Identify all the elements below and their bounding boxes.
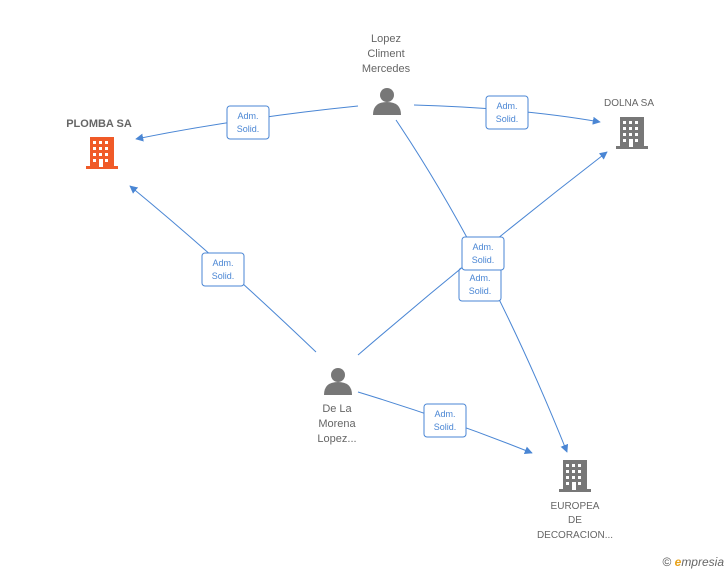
brand-watermark: © empresia (662, 555, 724, 569)
edge-delamorena-dolna[interactable]: Adm. Solid. (357, 151, 608, 356)
building-icon (616, 117, 648, 149)
brand-initial: e (674, 555, 682, 569)
edge-label-line1: Adm. (237, 111, 258, 121)
node-label: PLOMBA SA (66, 118, 132, 130)
node-label-line1: EUROPEA (551, 501, 600, 512)
edge-label-line2: Solid. (469, 286, 492, 296)
edge-label-box (226, 105, 270, 140)
node-delamorena[interactable]: De La Morena Lopez... (317, 368, 357, 445)
copyright-symbol: © (662, 555, 672, 569)
edge-label-line1: Adm. (212, 258, 233, 268)
building-icon (559, 460, 591, 492)
node-europea[interactable]: EUROPEA DE DECORACION... (537, 460, 613, 541)
edge-label-line1: Adm. (434, 409, 455, 419)
edge-label-line2: Solid. (434, 422, 457, 432)
node-label-line1: Lopez (371, 33, 401, 45)
node-label-line2: DE (568, 515, 582, 526)
edge-lopez-plomba[interactable]: Adm. Solid. (135, 105, 359, 142)
edge-label-box (485, 95, 529, 130)
node-plomba[interactable]: PLOMBA SA (66, 118, 132, 169)
edge-delamorena-europea[interactable]: Adm. Solid. (357, 391, 533, 455)
node-label: DOLNA SA (604, 98, 654, 109)
node-label-line3: DECORACION... (537, 530, 613, 541)
edge-label-line1: Adm. (496, 101, 517, 111)
edge-label-box (423, 403, 467, 438)
node-dolna[interactable]: DOLNA SA (604, 98, 654, 149)
edge-label-line1: Adm. (469, 273, 490, 283)
edge-label-line2: Solid. (212, 271, 235, 281)
person-icon (324, 368, 352, 395)
node-label-line1: De La (322, 403, 352, 415)
edge-label-line2: Solid. (237, 124, 260, 134)
node-lopez[interactable]: Lopez Climent Mercedes (362, 33, 411, 115)
edge-label-box (461, 236, 505, 271)
node-label-line2: Climent (367, 48, 404, 60)
edge-lopez-europea[interactable]: Adm. Solid. (395, 119, 569, 453)
brand-name: mpresia (681, 555, 724, 569)
node-label-line3: Lopez... (317, 433, 356, 445)
edge-lopez-dolna[interactable]: Adm. Solid. (413, 95, 601, 130)
node-label-line2: Morena (318, 418, 356, 430)
building-icon (86, 137, 118, 169)
node-label-line3: Mercedes (362, 63, 411, 75)
person-icon (373, 88, 401, 115)
edge-label-line2: Solid. (472, 255, 495, 265)
edge-label-box (201, 252, 245, 287)
edge-delamorena-plomba[interactable]: Adm. Solid. (129, 185, 317, 353)
edge-label-line1: Adm. (472, 242, 493, 252)
edge-label-line2: Solid. (496, 114, 519, 124)
